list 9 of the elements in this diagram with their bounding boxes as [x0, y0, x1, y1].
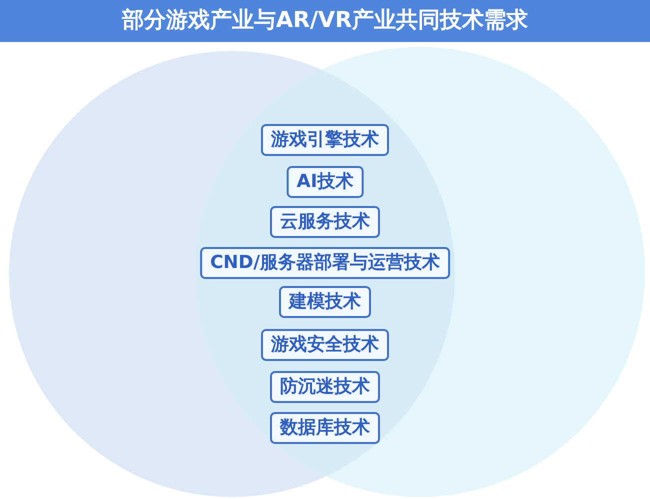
- label-box: 数据库技术: [270, 412, 380, 444]
- label-box: 云服务技术: [270, 206, 380, 238]
- label-box: 游戏安全技术: [261, 329, 389, 361]
- label-box: 防沉迷技术: [270, 371, 380, 403]
- label-box: AI技术: [286, 166, 364, 198]
- title-banner: 部分游戏产业与AR/VR产业共同技术需求: [0, 0, 650, 42]
- label-box: 建模技术: [279, 286, 371, 318]
- label-box: 游戏引擎技术: [261, 124, 389, 156]
- label-box: CND/服务器部署与运营技术: [200, 247, 450, 279]
